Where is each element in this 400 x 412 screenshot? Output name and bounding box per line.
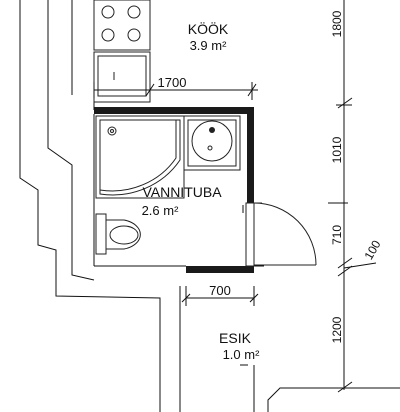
dimension-kitchen-width-label: 1700	[158, 75, 187, 90]
fridge-icon	[93, 51, 151, 103]
room-bathroom: VANNITUBA 2.6 m²	[142, 184, 223, 218]
room-hall-name: ESIK	[219, 330, 252, 346]
bathroom-walls	[93, 107, 264, 273]
dimension-kitchen-width: 1700	[93, 75, 258, 100]
room-kitchen: KÖÖK 3.9 m²	[188, 20, 229, 53]
room-hall: ESIK 1.0 m²	[219, 330, 260, 362]
stove-icon	[93, 0, 151, 51]
dimension-right-wall-label: 100	[361, 238, 383, 263]
room-kitchen-area: 3.9 m²	[190, 38, 228, 53]
dimension-right-hall-label: 1200	[330, 316, 344, 343]
building-outline	[19, 0, 400, 412]
dimension-right-door-label: 710	[330, 225, 344, 245]
room-bathroom-name: VANNITUBA	[142, 184, 222, 200]
dimension-right-bath-label: 1010	[330, 136, 344, 163]
dimension-hall-width-label: 700	[209, 283, 231, 298]
dimension-right-kitchen-label: 1800	[330, 10, 344, 37]
room-kitchen-name: KÖÖK	[188, 20, 229, 37]
dimension-hall-width: 700	[181, 283, 259, 306]
room-bathroom-area: 2.6 m²	[142, 203, 180, 218]
toilet-icon	[95, 213, 141, 255]
dimension-chain-right: 1800 1010 710 100 1200	[328, 0, 384, 393]
room-hall-area: 1.0 m²	[223, 347, 261, 362]
door-swing-icon	[245, 202, 317, 267]
sink-icon	[183, 115, 241, 171]
